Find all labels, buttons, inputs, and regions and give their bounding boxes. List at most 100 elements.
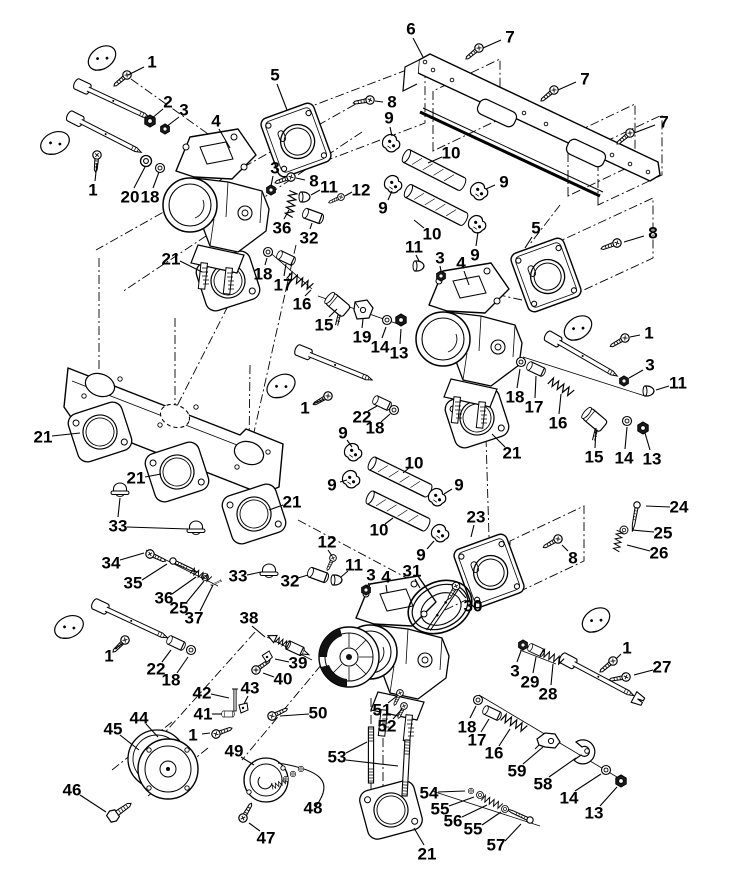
phantom-box [567, 103, 636, 197]
leader-line [458, 589, 467, 599]
part-shaft [71, 77, 153, 124]
callout-label-11: 11 [320, 178, 338, 197]
part-cyl [300, 207, 326, 225]
callout-label-36: 36 [155, 589, 174, 608]
callout-label-5: 5 [531, 219, 540, 238]
callout-label-19: 19 [353, 328, 372, 347]
part-plate [508, 235, 584, 315]
part-cyl [370, 394, 394, 412]
part-washer [472, 694, 484, 706]
leader-line [274, 658, 290, 663]
part-nut [637, 421, 649, 435]
leader-line [626, 544, 651, 552]
part-screw [323, 553, 338, 573]
part-washer [501, 805, 509, 813]
callout-label-44: 44 [130, 709, 149, 728]
part-screw [110, 68, 134, 90]
leader-line [524, 236, 533, 249]
callout-label-9: 9 [416, 546, 425, 565]
part-screw [210, 723, 235, 740]
leader-line [374, 100, 384, 103]
leader-line [413, 827, 425, 846]
leader-line [312, 398, 325, 405]
callout-label-57: 57 [487, 836, 506, 855]
leader-line [94, 162, 98, 182]
callout-label-20: 20 [121, 188, 140, 207]
callout-label-11: 11 [405, 238, 423, 257]
leader-line [243, 695, 249, 705]
leader-line [270, 175, 274, 187]
leader-line [79, 794, 107, 813]
leader-line [218, 128, 231, 149]
leader-line [262, 672, 275, 678]
leader-line [387, 190, 393, 201]
part-shaft [64, 109, 145, 158]
leader-line [482, 39, 502, 49]
leader-line [463, 270, 470, 286]
part-washer [289, 770, 297, 778]
part-grommet [186, 520, 206, 535]
callout-label-2: 2 [163, 93, 172, 112]
callout-label-40: 40 [274, 670, 293, 689]
part-washer [282, 775, 290, 783]
leader-line [427, 156, 443, 164]
callout-label-41: 41 [194, 705, 213, 724]
callout-label-17: 17 [274, 276, 293, 295]
leader-line [548, 757, 577, 778]
leader-line [367, 405, 378, 412]
leader-line [470, 524, 475, 538]
leader-line [426, 540, 435, 550]
callout-label-18: 18 [141, 188, 160, 207]
callout-label-38: 38 [240, 609, 259, 628]
callout-label-3: 3 [179, 101, 188, 120]
part-spring [547, 376, 575, 398]
part-cyl [221, 710, 235, 718]
callout-label-10: 10 [370, 521, 389, 540]
leader-line [264, 257, 268, 266]
callout-label-54: 54 [420, 784, 439, 803]
callout-label-32: 32 [281, 572, 300, 591]
part-nut [436, 270, 446, 282]
leader-line [380, 413, 391, 423]
callout-label-33: 33 [109, 517, 128, 536]
part-clamp [380, 132, 402, 154]
part-gasket [356, 777, 426, 843]
part-clamp [466, 213, 488, 235]
part-disc [36, 126, 74, 160]
part-cap [330, 574, 343, 586]
leader-line [251, 625, 266, 638]
callout-label-3: 3 [510, 662, 519, 681]
callout-label-8: 8 [309, 172, 318, 191]
part-screw [540, 532, 565, 552]
callout-label-1: 1 [88, 181, 97, 200]
callout-label-31: 31 [403, 562, 422, 581]
part-cyl [526, 642, 546, 658]
leader-line [381, 326, 387, 339]
callout-label-45: 45 [104, 720, 123, 739]
leader-line [127, 66, 145, 76]
leader-line [283, 263, 287, 277]
leader-line [439, 265, 442, 272]
leader-line [165, 116, 180, 128]
leader-line [516, 368, 521, 389]
leader-line [491, 433, 506, 448]
callout-label-16: 16 [485, 744, 504, 763]
part-clamp [468, 180, 490, 202]
callout-label-21: 21 [34, 428, 53, 447]
part-cap [298, 191, 311, 203]
leader-line [504, 823, 522, 842]
leader-line [240, 756, 255, 766]
part-disc [83, 40, 121, 76]
callout-label-22: 22 [147, 660, 166, 679]
callout-label-7: 7 [505, 28, 514, 47]
leader-line [361, 318, 364, 329]
axis-line [519, 649, 557, 665]
part-spring [189, 567, 213, 583]
leader-line [389, 126, 393, 137]
phantom-line [241, 651, 333, 761]
part-washer [154, 162, 166, 174]
leader-line [310, 189, 321, 196]
callout-label-14: 14 [371, 338, 390, 357]
